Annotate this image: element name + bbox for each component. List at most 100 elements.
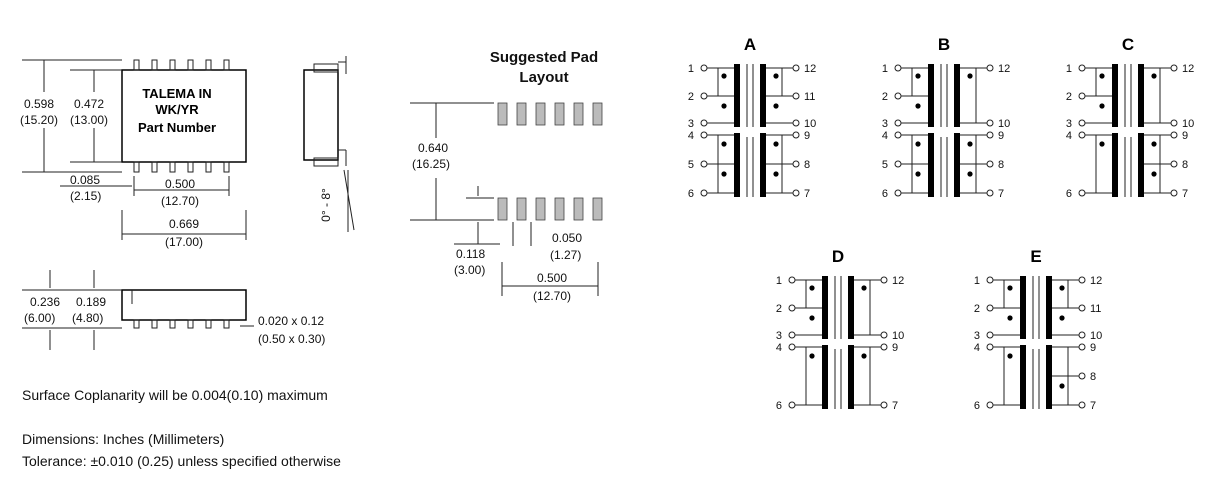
schematic-letter: E: [1030, 247, 1041, 266]
pin-number: 7: [1090, 400, 1096, 412]
pin-terminal: [1078, 119, 1086, 127]
length-mm: (17.00): [165, 235, 203, 249]
pin-terminal: [700, 64, 708, 72]
core-bar-lower-right: [1046, 345, 1052, 409]
pitch-inch: 0.050: [552, 231, 582, 245]
angle-label: 0° - 8°: [319, 188, 333, 222]
pin-terminal: [986, 304, 994, 312]
core-bar-upper-right: [760, 64, 766, 127]
package-body: [121, 69, 247, 163]
pin-terminal: [1170, 131, 1178, 139]
core-bar-upper-left: [1112, 64, 1118, 127]
pin-number: 1: [1066, 63, 1072, 75]
pin-number: 6: [1066, 188, 1072, 200]
pin-terminal: [700, 189, 708, 197]
core-bar-upper-right: [1046, 276, 1052, 339]
package-side-view: 0.236 (6.00) 0.189 (4.80) 0.020 x 0.12 (…: [22, 270, 325, 350]
package-label-line-1: TALEMA IN: [142, 86, 211, 101]
pin-terminal: [1078, 92, 1086, 100]
side-body-inch: 0.189: [76, 295, 106, 309]
pin-number: 3: [776, 330, 782, 342]
pin-number: 11: [1090, 303, 1101, 315]
lead-size-inch: 0.020 x 0.12: [258, 314, 324, 328]
pitch-mm: (1.27): [550, 248, 581, 262]
polarity-dot: [1059, 383, 1065, 389]
pin-number: 2: [688, 91, 694, 103]
span-inch: 0.500: [165, 177, 195, 191]
polarity-dot: [1099, 141, 1105, 147]
core-bar-upper-right: [848, 276, 854, 339]
pin-terminal: [986, 276, 994, 284]
polarity-dot: [809, 315, 815, 321]
schematic-letter: A: [744, 35, 756, 54]
pin-number: 9: [1182, 130, 1188, 142]
pin-terminal: [894, 119, 902, 127]
pin-number: 9: [998, 130, 1004, 142]
pad-layout: Suggested Pad Layout 0.640 (16.25) 0.118…: [410, 49, 603, 303]
pin-number: 8: [998, 159, 1004, 171]
span-mm: (12.70): [161, 194, 199, 208]
side-total-inch: 0.236: [30, 295, 60, 309]
core-bar-lower-right: [760, 133, 766, 197]
pin-terminal: [1078, 64, 1086, 72]
polarity-dot: [1099, 103, 1105, 109]
pin-number: 6: [882, 188, 888, 200]
pin-terminal: [894, 189, 902, 197]
pin-number: 12: [998, 63, 1010, 75]
pin-number: 10: [892, 330, 904, 342]
polarity-dot: [773, 141, 779, 147]
polarity-dot: [809, 285, 815, 291]
bottom-leads: [133, 161, 230, 173]
schematic-letter: C: [1122, 35, 1134, 54]
pin-terminal: [1078, 372, 1086, 380]
pin-terminal: [1170, 64, 1178, 72]
pin-terminal: [986, 401, 994, 409]
polarity-dot: [773, 103, 779, 109]
core-bar-lower-left: [1020, 345, 1026, 409]
pad-row-bottom: [497, 197, 603, 221]
pad-layout-title-2: Layout: [519, 69, 568, 86]
core-bar-lower-right: [954, 133, 960, 197]
polarity-dot: [1151, 73, 1157, 79]
pin-terminal: [894, 160, 902, 168]
lead-size-mm: (0.50 x 0.30): [258, 332, 325, 346]
core-bar-upper-left: [822, 276, 828, 339]
polarity-dot: [1151, 141, 1157, 147]
pin-terminal: [986, 189, 994, 197]
package-end-view: 0° - 8°: [303, 56, 355, 232]
core-bar-upper-left: [734, 64, 740, 127]
body-inch: 0.472: [74, 97, 104, 111]
core-bar-lower-left: [734, 133, 740, 197]
pin-terminal: [894, 64, 902, 72]
offset-mm: (2.15): [70, 189, 101, 203]
side-total-mm: (6.00): [24, 311, 55, 325]
pin-terminal: [792, 119, 800, 127]
pin-number: 4: [882, 130, 888, 142]
pin-number: 4: [776, 342, 782, 354]
core-bar-upper-left: [1020, 276, 1026, 339]
pin-terminal: [1078, 343, 1086, 351]
polarity-dot: [915, 103, 921, 109]
pin-number: 10: [1090, 330, 1102, 342]
top-leads: [133, 59, 230, 71]
pin-number: 1: [688, 63, 694, 75]
pin-number: 10: [998, 118, 1010, 130]
pin-terminal: [792, 189, 800, 197]
pin-terminal: [880, 343, 888, 351]
pin-terminal: [986, 64, 994, 72]
pin-number: 12: [892, 275, 904, 287]
pin-terminal: [986, 160, 994, 168]
pin-number: 7: [1182, 188, 1188, 200]
pin-terminal: [1078, 189, 1086, 197]
height-mm: (15.20): [20, 113, 58, 127]
core-bar-lower-left: [822, 345, 828, 409]
pin-number: 11: [804, 91, 815, 103]
pin-terminal: [986, 331, 994, 339]
pin-terminal: [700, 119, 708, 127]
polarity-dot: [1007, 285, 1013, 291]
pin-number: 3: [882, 118, 888, 130]
pin-number: 4: [688, 130, 694, 142]
